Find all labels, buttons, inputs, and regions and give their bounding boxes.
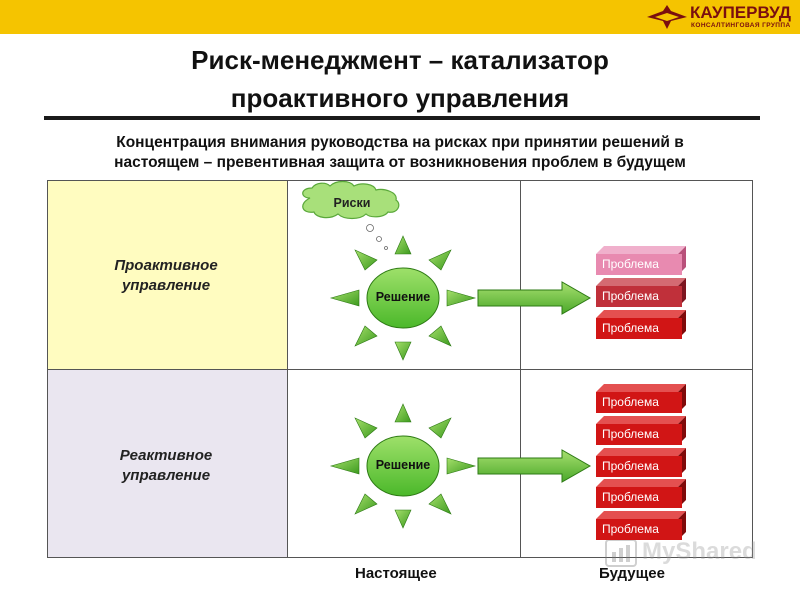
proactive-label: Проактивное управление bbox=[48, 256, 284, 296]
problem-block: Проблема bbox=[596, 487, 682, 508]
logo-subtitle: КОНСАЛТИНГОВАЯ ГРУППА bbox=[691, 22, 791, 29]
problem-label: Проблема bbox=[602, 395, 659, 409]
page-title-line1: Риск-менеджмент – катализатор bbox=[191, 45, 609, 75]
risks-cloud-icon bbox=[302, 180, 400, 250]
problem-label: Проблема bbox=[602, 427, 659, 441]
arrow-proactive-icon bbox=[477, 281, 592, 315]
problem-block: Проблема bbox=[596, 456, 682, 477]
proactive-label-line2: управление bbox=[121, 277, 211, 294]
problem-label: Проблема bbox=[602, 289, 659, 303]
problem-label: Проблема bbox=[602, 490, 659, 504]
arrow-reactive-icon bbox=[477, 449, 592, 483]
decision-sun-reactive bbox=[329, 403, 477, 529]
watermark-icon bbox=[605, 539, 637, 567]
reactive-label-line2: управление bbox=[121, 467, 211, 484]
subtitle-line1: Концентрация внимания руководства на рис… bbox=[116, 134, 684, 151]
problem-block: Проблема bbox=[596, 519, 682, 540]
problem-label: Проблема bbox=[602, 321, 659, 335]
reactive-label: Реактивное управление bbox=[48, 446, 284, 486]
subtitle-line2: настоящем – превентивная защита от возни… bbox=[114, 154, 686, 171]
reactive-row-label-cell bbox=[47, 369, 288, 558]
reactive-label-line1: Реактивное bbox=[119, 447, 213, 464]
axis-future-label: Будущее bbox=[599, 565, 665, 582]
proactive-row-label-cell bbox=[47, 180, 288, 370]
problem-block: Проблема bbox=[596, 318, 682, 339]
page-title-line2: проактивного управления bbox=[230, 83, 570, 113]
problem-blocks-reactive-3d bbox=[596, 384, 686, 540]
watermark-text: MyShared bbox=[642, 538, 757, 565]
logo-name: КАУПЕРВУД bbox=[690, 3, 791, 22]
problem-block: Проблема bbox=[596, 286, 682, 307]
problem-block: Проблема bbox=[596, 254, 682, 275]
proactive-label-line1: Проактивное bbox=[114, 257, 218, 274]
axis-present-label: Настоящее bbox=[355, 565, 437, 582]
problem-label: Проблема bbox=[602, 522, 659, 536]
risks-label: Риски bbox=[333, 196, 371, 210]
problem-block: Проблема bbox=[596, 392, 682, 413]
title-divider bbox=[44, 116, 760, 120]
problem-label: Проблема bbox=[602, 459, 659, 473]
problem-label: Проблема bbox=[602, 257, 659, 271]
decision-sun-proactive bbox=[329, 235, 477, 361]
problem-block: Проблема bbox=[596, 424, 682, 445]
eagle-logo-icon bbox=[647, 5, 687, 29]
decision-label-reactive: Решение bbox=[375, 458, 431, 472]
company-logo: КАУПЕРВУД КОНСАЛТИНГОВАЯ ГРУППА bbox=[645, 1, 795, 33]
decision-label-proactive: Решение bbox=[375, 290, 431, 304]
